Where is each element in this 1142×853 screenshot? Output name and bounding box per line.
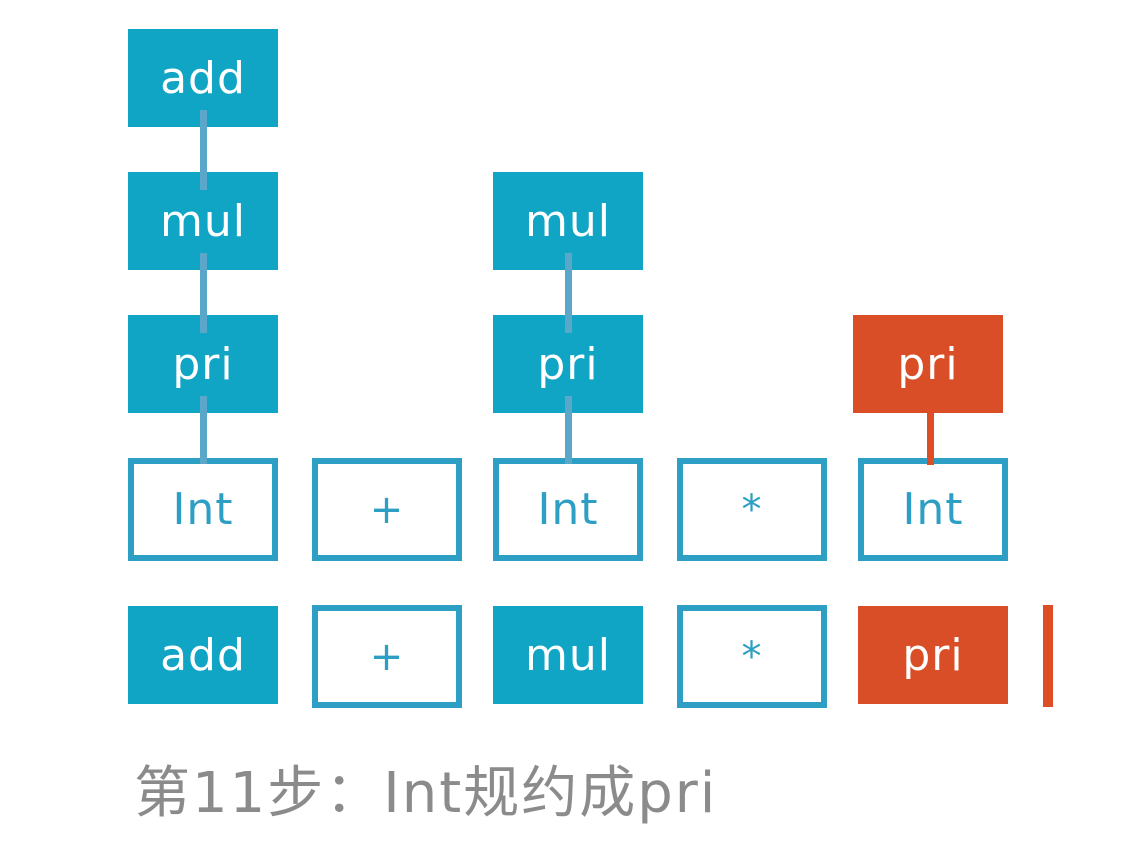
symbol-pri-label: pri: [902, 629, 964, 681]
tree-edge-pri-int: [200, 396, 207, 464]
symbol-star-label: *: [741, 633, 763, 680]
tree-edge-pri-int-middle: [565, 396, 572, 464]
token-box-int-2: Int: [493, 458, 643, 561]
token-box-plus: +: [312, 458, 462, 561]
token-box-int-1: Int: [128, 458, 278, 561]
token-box-int-3: Int: [858, 458, 1008, 561]
symbol-mul-label: mul: [525, 629, 611, 681]
symbol-add-label: add: [160, 629, 246, 681]
stack-cursor-bar: [1043, 605, 1053, 707]
tree-node-mul-left-label: mul: [160, 195, 246, 247]
symbol-box-add: add: [128, 606, 278, 704]
symbol-box-mul: mul: [493, 606, 643, 704]
token-star-label: *: [741, 486, 763, 533]
symbol-box-plus: +: [312, 605, 462, 708]
tree-edge-mul-pri-middle: [565, 253, 572, 333]
symbol-plus-label: +: [369, 633, 405, 680]
tree-node-mul-middle-label: mul: [525, 195, 611, 247]
token-int-1-label: Int: [172, 484, 234, 535]
tree-node-pri-left-label: pri: [172, 338, 234, 390]
token-int-3-label: Int: [902, 484, 964, 535]
tree-edge-add-mul: [200, 110, 207, 190]
token-box-star: *: [677, 458, 827, 561]
token-int-2-label: Int: [537, 484, 599, 535]
token-plus-label: +: [369, 486, 405, 533]
step-caption: 第11步：Int规约成pri: [134, 761, 718, 826]
tree-edge-mul-pri: [200, 253, 207, 333]
tree-node-add-label: add: [160, 52, 246, 104]
tree-node-pri-highlighted-label: pri: [897, 338, 959, 390]
tree-node-mul-middle: mul: [493, 172, 643, 270]
tree-node-pri-highlighted: pri: [853, 315, 1003, 413]
tree-node-pri-middle-label: pri: [537, 338, 599, 390]
symbol-box-star: *: [677, 605, 827, 708]
tree-edge-pri-int-highlighted: [927, 405, 934, 465]
symbol-box-pri-highlighted: pri: [858, 606, 1008, 704]
